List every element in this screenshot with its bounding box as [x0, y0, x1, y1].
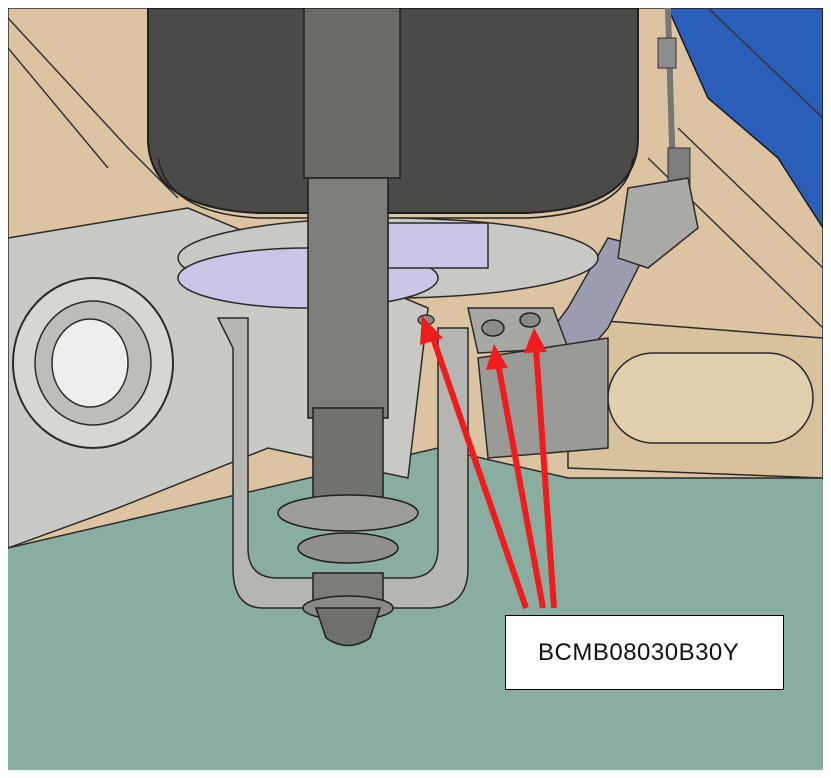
- shock-shaft-lower: [312, 407, 384, 509]
- piston-collar: [387, 222, 489, 269]
- nut-washer: [277, 494, 419, 532]
- nut-washer: [297, 532, 399, 564]
- cad-viewport: BCMB08030B30Y: [8, 8, 823, 770]
- tan-frame-line: [8, 47, 109, 169]
- blue-panel: [667, 8, 823, 230]
- arrow-head: [420, 316, 443, 345]
- pivot-boss-bore: [51, 318, 129, 408]
- bolt-head: [481, 319, 505, 337]
- upper-link-bracket: [617, 177, 699, 269]
- beam-slot: [607, 352, 814, 444]
- u-bracket: [216, 317, 469, 609]
- part-number-label: BCMB08030B30Y: [538, 638, 740, 666]
- bolt-tip: [314, 607, 382, 647]
- arrow-line: [495, 362, 546, 609]
- arrow-line: [533, 347, 557, 609]
- tan-frame-line: [8, 17, 179, 199]
- arrow-line: [429, 334, 529, 609]
- arrow-head: [524, 328, 547, 353]
- callout-arrows: [420, 316, 557, 609]
- arrow-head: [486, 344, 508, 370]
- suspension-cad-scene: [8, 8, 823, 770]
- tan-frame-line: [677, 127, 823, 269]
- shock-shaft-upper: [303, 8, 401, 179]
- part-number-callout: BCMB08030B30Y: [505, 615, 784, 690]
- bolt-head: [519, 312, 541, 328]
- rod-fitting: [657, 37, 677, 69]
- tan-frame-line: [707, 8, 823, 119]
- shock-shaft: [307, 177, 389, 419]
